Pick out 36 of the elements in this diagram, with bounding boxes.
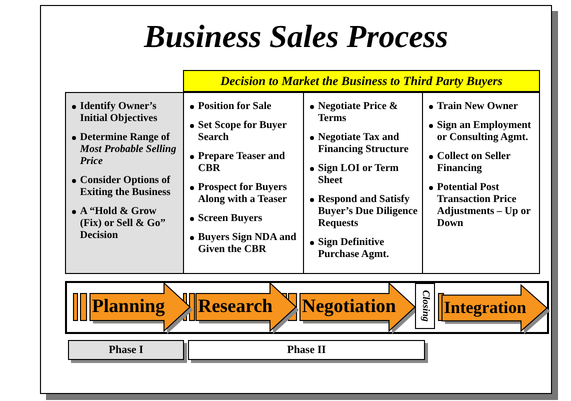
closing-tab: Closing	[415, 283, 435, 329]
bullet-text: Prospect for Buyers Along with a Teaser	[198, 182, 288, 206]
bullet-text: Sign an Employment or Consulting Agmt.	[437, 120, 532, 144]
arrow-shape	[442, 285, 547, 331]
stage-label: Integration	[444, 297, 526, 319]
bullet-text: Position for Sale	[198, 101, 272, 113]
bullet-text: Sign Definitive Purchase Agmt.	[318, 237, 390, 261]
bullet-text: Buyers Sign NDA and Given the CBR	[198, 232, 298, 256]
arrow-shape	[300, 283, 415, 331]
bullet-column	[65, 92, 184, 274]
bullet-column	[183, 92, 304, 274]
bullet-text: Train New Owner	[437, 101, 518, 113]
banner: Decision to Market the Business to Third Party Buyers	[183, 70, 540, 92]
bullet-text: Sign LOI or Term Sheet	[318, 163, 400, 187]
bullet-text: Negotiate Price & Terms	[318, 101, 399, 125]
bullet-text: Set Scope for Buyer Search	[198, 120, 288, 144]
bullet-text: Determine Range of Most Probable Selling Price	[80, 132, 178, 168]
bullet-column	[422, 92, 540, 274]
bullet-text: Prepare Teaser and CBR	[198, 151, 286, 175]
stage-label: Research	[198, 295, 273, 319]
bullet-column	[303, 92, 423, 274]
arrow-shape	[90, 283, 190, 331]
bullet-text: Identify Owner’s Initial Objectives	[80, 101, 158, 125]
bullet-text: Potential Post Transaction Price Adjustments – Up or Down	[437, 182, 532, 230]
phase-bar: Phase II	[188, 340, 425, 360]
bullet-text: Respond and Satisfy Buyer’s Due Diligence Requests	[318, 194, 419, 230]
arrow-shape	[196, 283, 296, 331]
phase-bar: Phase I	[68, 340, 184, 360]
bullet-text: Consider Options of Exiting the Business	[80, 175, 172, 199]
bullet-text: A “Hold & Grow (Fix) or Sell & Go” Decision	[80, 206, 167, 242]
stage-label: Negotiation	[302, 295, 396, 319]
bullet-text: Negotiate Tax and Financing Structure	[318, 132, 410, 156]
stage-label: Planning	[92, 295, 165, 319]
title: Business Sales Process	[142, 18, 450, 55]
bullet-text: Screen Buyers	[198, 213, 262, 225]
bullet-text: Collect on Seller Financing	[437, 151, 512, 175]
